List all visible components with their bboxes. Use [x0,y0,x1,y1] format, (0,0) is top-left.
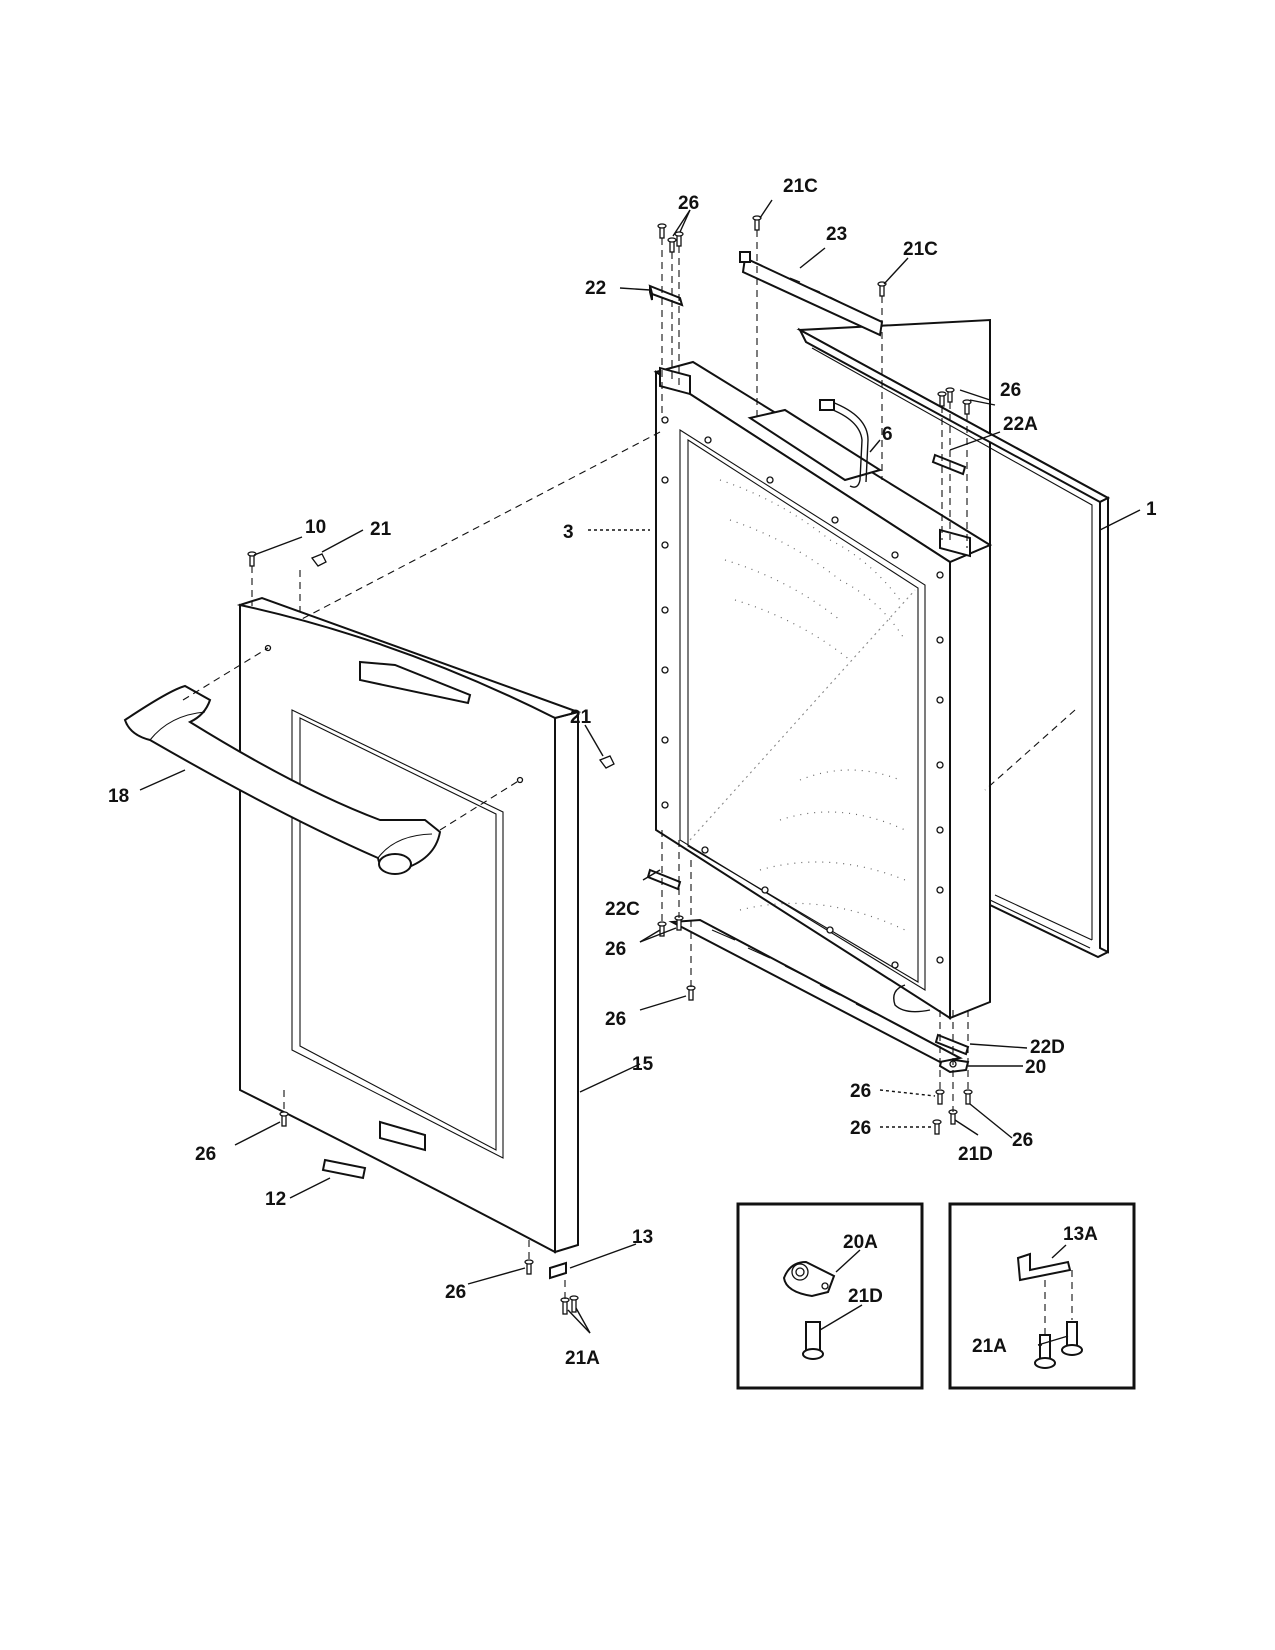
label-22C: 22C [605,899,640,920]
label-23: 23 [826,224,847,245]
label-26-door-left: 26 [195,1144,216,1165]
label-26-bottom-b: 26 [850,1118,871,1139]
label-3: 3 [563,522,574,543]
leader-lines [139,199,1141,1346]
inner-door-panel-part-3 [653,360,993,1020]
label-21C-top: 21C [783,176,818,197]
hinge-plate-part-22D [934,1033,970,1056]
label-21D: 21D [958,1144,993,1165]
label-13: 13 [632,1227,653,1248]
label-26-top-left: 26 [678,193,699,214]
label-20A: 20A [843,1232,878,1253]
label-1: 1 [1146,499,1157,520]
label-21A-inset: 21A [972,1336,1007,1357]
control-bracket-part-23 [739,251,884,337]
door-gasket-part-1 [796,318,1111,959]
bracket-part-13 [549,1261,567,1280]
label-20: 20 [1025,1057,1046,1078]
hinge-plate-part-22C [646,868,682,891]
label-26-bottom-right: 26 [1012,1130,1033,1151]
alignment-lines [182,230,1076,1300]
outer-door-part-15 [236,596,582,1254]
label-21-right: 21 [570,707,592,728]
label-12: 12 [265,1189,286,1210]
label-26-door-bottom: 26 [445,1282,466,1303]
label-22A: 22A [1003,414,1038,435]
label-26-top-right: 26 [1000,380,1021,401]
hinge-plate-part-22A [931,453,967,476]
label-26-22C: 26 [605,939,626,960]
inset-box-13A-21A [948,1202,1136,1390]
label-6: 6 [882,424,893,445]
label-13A: 13A [1063,1224,1098,1245]
callout-labels: 1 3 6 22A 26 22 26 21C 23 21C 10 21 21 1… [108,176,1157,1369]
label-21-top: 21 [370,519,392,540]
label-22D: 22D [1030,1037,1065,1058]
label-15: 15 [632,1054,654,1075]
inset-box-20A-21D [736,1202,924,1390]
handle-part-18 [123,684,442,875]
label-22: 22 [585,278,606,299]
label-21D-inset: 21D [848,1286,883,1307]
badge-part-12 [321,1158,367,1180]
label-10: 10 [305,517,326,538]
label-26-bottom-a: 26 [850,1081,871,1102]
label-18: 18 [108,786,129,807]
label-26-mid: 26 [605,1009,626,1030]
hinge-plate-part-22 [648,284,684,307]
label-21A: 21A [565,1348,600,1369]
label-21C-right: 21C [903,239,938,260]
wire-harness-part-6 [819,399,869,488]
